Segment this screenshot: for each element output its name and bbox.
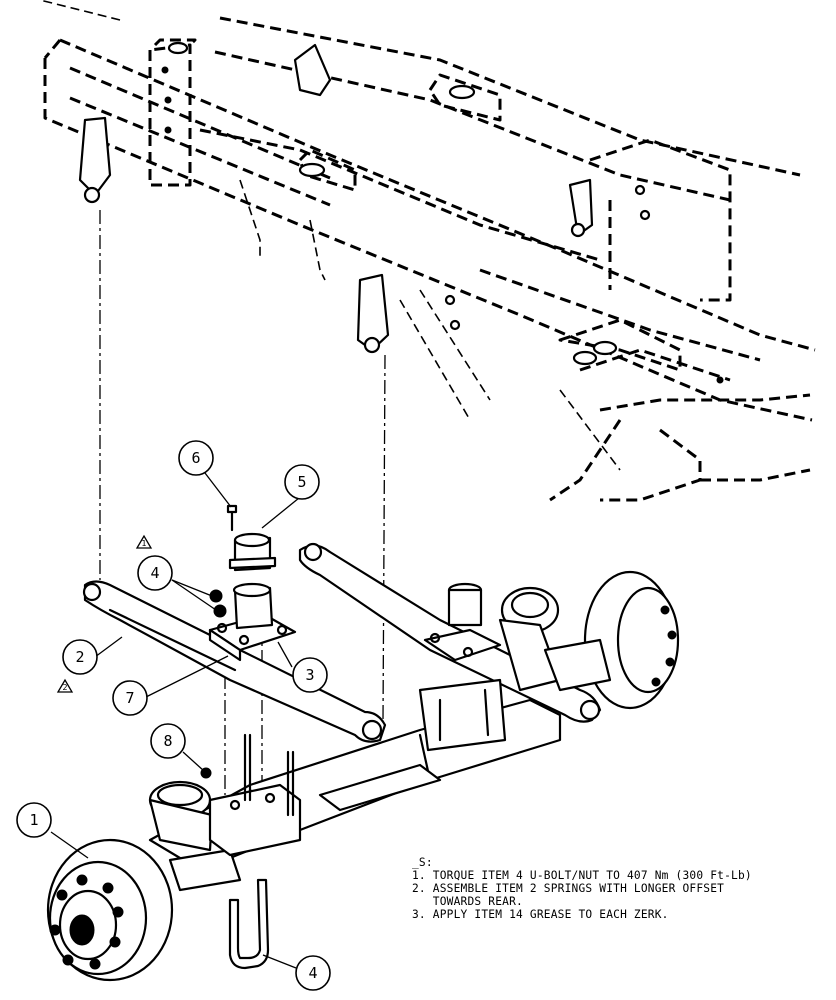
balloon-item-2: 2: [62, 639, 98, 675]
leader-lines: [50, 472, 300, 969]
balloon-item-3: 3: [292, 657, 328, 693]
item-balloons: 1 2 3 4 4 5 6 7: [16, 440, 331, 991]
notes-header: _S:: [412, 856, 433, 869]
lower-seat-and-ubolt: [200, 733, 302, 970]
svg-text:2: 2: [62, 683, 67, 692]
spring-seat-right: [418, 582, 507, 752]
balloon-item-6: 6: [178, 440, 214, 476]
note-line-2: 2. ASSEMBLE ITEM 2 SPRINGS WITH LONGER O…: [412, 882, 725, 895]
left-hub-drum: [46, 780, 242, 982]
note-line-1: 1. TORQUE ITEM 4 U-BOLT/NUT TO 407 Nm (3…: [412, 869, 752, 882]
svg-text:1: 1: [141, 539, 146, 548]
balloon-item-7: 7: [112, 680, 148, 716]
balloon-item-8: 8: [150, 723, 186, 759]
svg-text:4: 4: [150, 564, 159, 582]
svg-text:6: 6: [191, 449, 200, 467]
balloon-item-4-lower: 4: [295, 955, 331, 991]
svg-text:4: 4: [308, 964, 317, 982]
spring-seat-left: [208, 504, 297, 662]
revision-mark-2: 2: [56, 678, 74, 693]
right-hub-drum: [498, 570, 680, 710]
note-line-2-continued: TOWARDS REAR.: [412, 895, 523, 908]
note-line-3: 3. APPLY ITEM 14 GREASE TO EACH ZERK.: [412, 908, 669, 921]
revision-marks: 1 2: [56, 534, 153, 693]
svg-text:2: 2: [75, 648, 84, 666]
balloon-item-5: 5: [284, 464, 320, 500]
balloon-item-4-upper: 4: [137, 555, 173, 591]
revision-mark-1: 1: [135, 534, 153, 549]
vehicle-frame: [39, 0, 816, 502]
svg-text:1: 1: [29, 811, 38, 829]
balloon-item-1: 1: [16, 802, 52, 838]
svg-text:8: 8: [163, 732, 172, 750]
assembly-notes: _S: 1. TORQUE ITEM 4 U-BOLT/NUT TO 407 N…: [412, 856, 752, 921]
svg-text:7: 7: [125, 689, 134, 707]
svg-text:3: 3: [305, 666, 314, 684]
svg-text:5: 5: [297, 473, 306, 491]
